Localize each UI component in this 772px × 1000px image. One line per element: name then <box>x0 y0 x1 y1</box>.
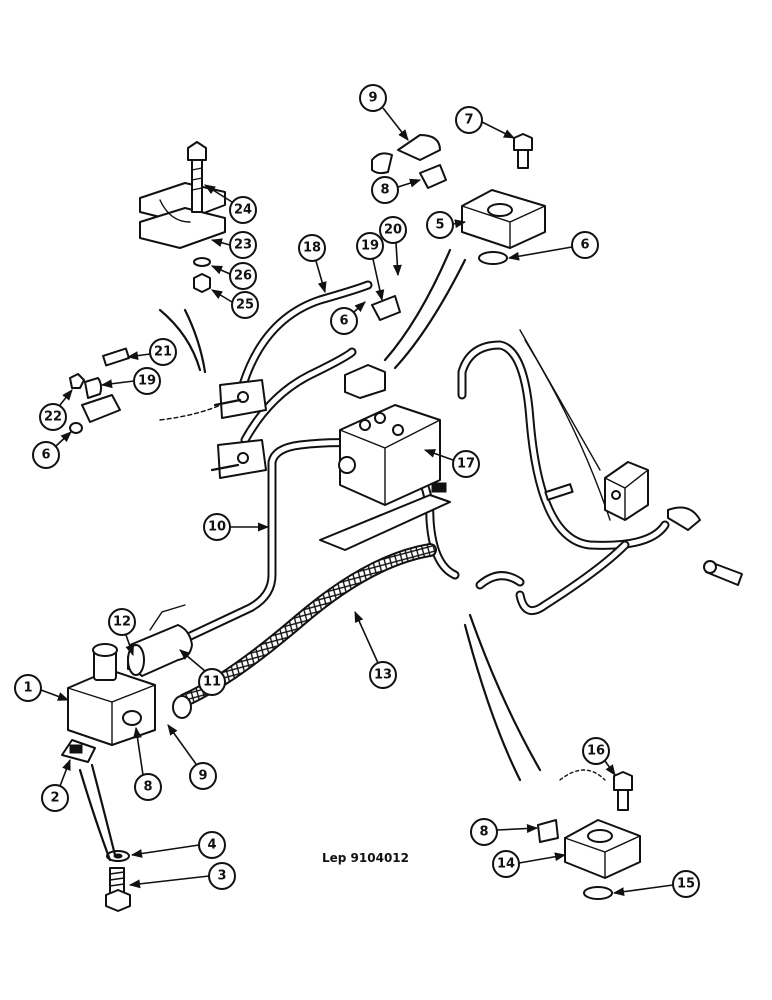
svg-text:9: 9 <box>198 769 207 784</box>
callout-20: 20 <box>379 216 407 277</box>
svg-text:12: 12 <box>113 615 131 630</box>
callout-6-left: 6 <box>32 431 72 469</box>
svg-text:19: 19 <box>361 239 379 254</box>
callout-7: 7 <box>455 106 516 139</box>
svg-text:8: 8 <box>380 183 389 198</box>
callout-6-right: 6 <box>507 231 599 261</box>
svg-text:17: 17 <box>457 457 475 472</box>
callout-9: 9 <box>167 724 217 790</box>
svg-text:6: 6 <box>41 448 50 463</box>
callout-12: 12 <box>108 608 136 657</box>
guide-lines <box>78 248 542 862</box>
callout-1: 1 <box>14 674 70 702</box>
svg-text:10: 10 <box>208 520 226 535</box>
callout-11: 11 <box>179 649 226 696</box>
callout-6-mid: 6 <box>330 301 366 335</box>
svg-text:2: 2 <box>50 791 59 806</box>
bolt-3-washer-4 <box>105 850 131 912</box>
valve-block-1 <box>61 643 192 763</box>
callout-24: 24 <box>204 184 257 224</box>
svg-text:11: 11 <box>203 675 221 690</box>
clamp-assembly <box>210 379 267 479</box>
svg-text:22: 22 <box>44 410 62 425</box>
callout-19-mid: 19 <box>356 232 385 302</box>
svg-text:8: 8 <box>479 825 488 840</box>
callout-8-bottom: 8 <box>470 818 539 846</box>
callout-8-top: 8 <box>371 176 422 204</box>
upper-right-fittings <box>371 133 546 265</box>
callout-26: 26 <box>210 262 257 290</box>
drawing-reference: Lep 9104012 <box>322 851 409 865</box>
callout-9-top: 9 <box>359 84 409 141</box>
callout-18: 18 <box>298 234 327 294</box>
callout-21: 21 <box>126 338 177 366</box>
callout-16: 16 <box>582 737 616 776</box>
svg-text:1: 1 <box>23 681 32 696</box>
svg-text:24: 24 <box>234 203 252 218</box>
svg-text:4: 4 <box>207 838 216 853</box>
svg-text:6: 6 <box>339 314 348 329</box>
svg-text:6: 6 <box>580 238 589 253</box>
callout-19-left: 19 <box>100 367 161 395</box>
callout-17: 17 <box>423 449 480 478</box>
svg-text:14: 14 <box>497 857 515 872</box>
svg-text:18: 18 <box>303 241 321 256</box>
callout-13: 13 <box>354 610 397 689</box>
callout-25: 25 <box>211 289 259 319</box>
svg-text:16: 16 <box>587 744 605 759</box>
callout-15: 15 <box>612 870 700 898</box>
callout-2: 2 <box>41 758 71 812</box>
callout-14: 14 <box>492 850 567 878</box>
svg-text:15: 15 <box>677 877 695 892</box>
manifold-block-17 <box>319 295 451 551</box>
callout-10: 10 <box>203 513 270 541</box>
svg-text:19: 19 <box>138 374 156 389</box>
svg-text:5: 5 <box>435 218 444 233</box>
callout-5: 5 <box>426 211 467 239</box>
clamp-23 <box>139 141 226 293</box>
svg-text:21: 21 <box>154 345 172 360</box>
hose-right <box>457 340 670 550</box>
callout-3: 3 <box>128 862 236 890</box>
cylinder-11 <box>127 604 193 677</box>
lower-right-fittings <box>537 769 641 900</box>
callout-22: 22 <box>39 389 73 431</box>
svg-text:8: 8 <box>143 780 152 795</box>
manifold-right <box>544 461 743 586</box>
svg-text:9: 9 <box>368 91 377 106</box>
svg-text:23: 23 <box>234 238 252 253</box>
svg-text:13: 13 <box>374 668 392 683</box>
svg-text:7: 7 <box>464 113 473 128</box>
svg-text:25: 25 <box>236 298 254 313</box>
svg-text:3: 3 <box>217 869 226 884</box>
callout-23: 23 <box>210 231 257 259</box>
callout-4: 4 <box>130 831 226 859</box>
callout-8: 8 <box>133 726 162 801</box>
svg-text:20: 20 <box>384 223 402 238</box>
left-fittings <box>69 347 130 434</box>
svg-text:26: 26 <box>234 269 252 284</box>
